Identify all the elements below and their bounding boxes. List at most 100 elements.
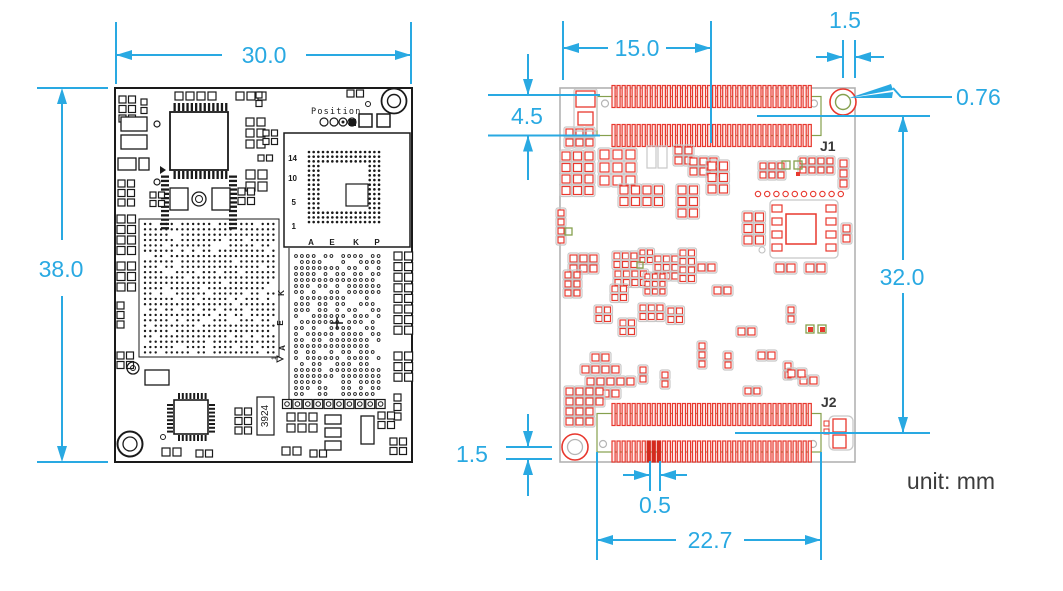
socket-hole — [376, 254, 381, 258]
bga-row-label: 5 — [292, 198, 297, 207]
socket-hole — [323, 278, 328, 282]
socket-hole — [335, 302, 340, 306]
socket-hole — [311, 260, 316, 264]
bga-ball — [368, 178, 372, 182]
via-dot — [240, 292, 243, 295]
socket-hole — [370, 290, 375, 294]
bga-ball — [373, 202, 376, 205]
via-dot — [181, 228, 184, 231]
bga-ball — [349, 220, 353, 224]
bga-ball — [317, 197, 320, 200]
via-dot — [234, 329, 238, 333]
bga-ball — [312, 169, 315, 172]
via-dot — [154, 303, 157, 306]
via-dot — [261, 313, 264, 317]
via-dot — [159, 276, 163, 279]
socket-hole — [323, 392, 328, 396]
via-dot — [159, 228, 163, 231]
socket-hole — [329, 314, 334, 318]
via-dot — [245, 324, 248, 327]
socket-hole — [359, 338, 363, 342]
via-dot — [175, 335, 179, 338]
via-dot — [272, 276, 275, 279]
socket-hole — [364, 338, 369, 342]
pad — [389, 437, 398, 446]
component-circle — [195, 195, 203, 203]
smt-pad — [575, 397, 584, 406]
socket-hole — [323, 272, 328, 276]
connector-pin — [666, 440, 671, 463]
via-dot — [181, 303, 184, 306]
socket-hole — [305, 344, 310, 348]
socket-hole — [335, 266, 340, 270]
smt-pad — [626, 377, 635, 386]
via-dot — [250, 303, 254, 306]
socket-hole — [294, 374, 298, 378]
socket-hole — [353, 320, 357, 324]
connector-pin — [691, 440, 697, 463]
socket-hole — [300, 290, 304, 294]
pad — [196, 91, 206, 101]
via-dot — [256, 249, 259, 252]
top-mounting-hole-tr-outer — [380, 87, 408, 115]
connector-pin — [727, 84, 732, 109]
smt-pad — [584, 174, 594, 184]
bga-ball — [326, 220, 329, 224]
via-dot — [208, 244, 211, 247]
smt-pad — [625, 175, 636, 186]
pad — [393, 402, 402, 412]
smt-pad — [561, 174, 571, 184]
bga-ball — [377, 220, 381, 224]
via-dot — [191, 265, 195, 268]
smt-pad — [737, 327, 746, 336]
socket-hole — [305, 386, 310, 390]
connector-pin — [797, 402, 802, 427]
pad-mask — [582, 183, 596, 198]
pad-mask — [601, 312, 614, 325]
bga-ball — [317, 183, 320, 186]
socket-hole — [300, 320, 304, 324]
fiducial — [153, 120, 161, 128]
socket-hole — [294, 386, 298, 390]
connector-pin — [737, 123, 742, 148]
pad-mask — [563, 126, 576, 139]
socket-hole — [353, 308, 357, 312]
bga-ball — [377, 178, 381, 182]
qfn-pin — [181, 393, 184, 399]
bga-ball — [349, 160, 353, 163]
smt-pad — [743, 212, 753, 222]
socket-hole — [323, 320, 328, 324]
connector-pin — [616, 402, 621, 427]
smt-pad — [675, 315, 684, 324]
bga-ball — [345, 211, 348, 215]
via-dot — [186, 324, 189, 327]
socket-hole — [317, 314, 322, 318]
position-pad — [329, 117, 339, 127]
socket-hole — [305, 356, 310, 360]
via-dot — [197, 233, 200, 236]
via-dot — [181, 222, 184, 226]
top-mounting-hole-tr-inner — [386, 93, 402, 109]
socket-hole — [311, 272, 316, 276]
socket-hole — [294, 272, 298, 276]
bga-ball — [307, 197, 311, 200]
socket-hole — [311, 362, 316, 366]
via-dot — [170, 297, 173, 301]
pad — [270, 137, 279, 146]
smt-pad — [557, 209, 565, 217]
pad-mask — [837, 167, 850, 180]
smt-pad — [565, 407, 574, 416]
smt-pad — [659, 273, 666, 280]
smt-pad — [654, 255, 662, 263]
smt-pad — [718, 184, 729, 194]
via-dot — [272, 345, 275, 349]
pad — [125, 360, 135, 370]
via-dot — [261, 276, 264, 279]
qfp-pin — [161, 218, 169, 221]
via-dot — [229, 281, 232, 285]
smt-pad — [572, 174, 583, 184]
via-dot — [218, 335, 222, 338]
pad-mask — [573, 415, 586, 428]
connector-pin — [782, 440, 787, 463]
via-dot — [272, 228, 275, 231]
